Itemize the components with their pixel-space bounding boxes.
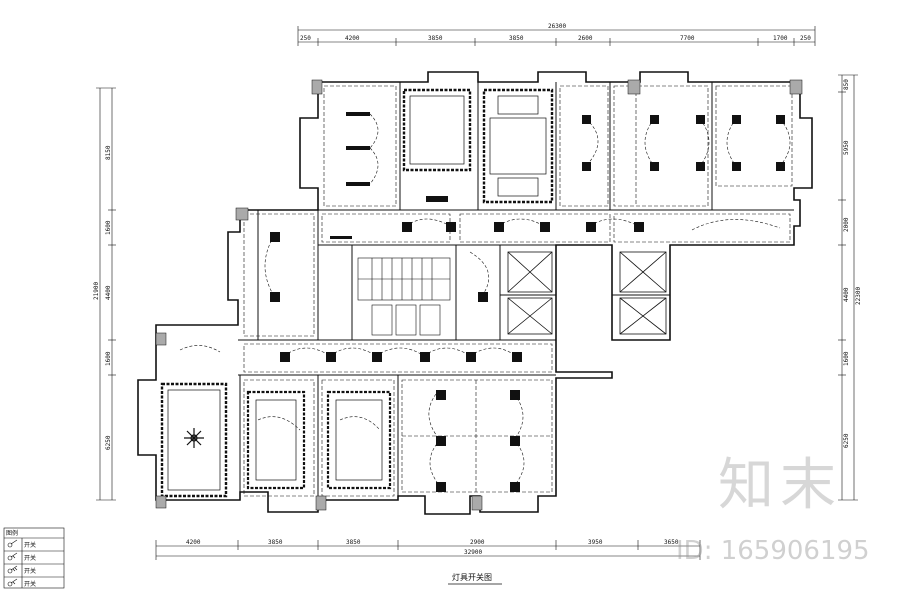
legend-switch-icons <box>7 539 18 587</box>
dim-left-4: 1600 <box>105 351 112 366</box>
dim-left-1: 8150 <box>105 145 112 160</box>
legend-row-1: 开关 <box>24 541 36 549</box>
dim-right-3: 2000 <box>843 217 850 232</box>
legend-row-4: 开关 <box>24 580 36 588</box>
coffered-ceilings <box>160 88 554 498</box>
legend-row-2: 开关 <box>24 554 36 562</box>
dim-right-1: 850 <box>843 79 850 90</box>
dim-bottom-3: 3850 <box>346 539 361 546</box>
dim-top-6: 7700 <box>680 35 695 42</box>
legend-table <box>3 527 65 589</box>
dim-top-5: 2600 <box>578 35 593 42</box>
dim-bottom-4: 2900 <box>470 539 485 546</box>
top-dimension-chain <box>297 26 816 46</box>
drawing-title: 灯具开关图 <box>452 572 492 582</box>
dim-right-6: 6250 <box>843 433 850 448</box>
dim-bottom-total: 32900 <box>464 549 482 556</box>
dim-left-total: 21900 <box>93 282 100 300</box>
dim-bottom-2: 3850 <box>268 539 283 546</box>
dim-top-3: 3850 <box>428 35 443 42</box>
dim-bottom-6: 3650 <box>664 539 679 546</box>
dim-bottom-1: 4200 <box>186 539 201 546</box>
legend-title: 图例 <box>6 529 18 537</box>
dim-top-total: 26300 <box>548 23 566 30</box>
bottom-dimension-chain <box>155 540 701 560</box>
exterior-walls <box>137 71 813 515</box>
dim-right-5: 1600 <box>843 351 850 366</box>
dim-right-4: 4400 <box>843 287 850 302</box>
dim-right-2: 5950 <box>843 140 850 155</box>
ceiling-dashed-lines <box>243 85 793 497</box>
dim-top-4: 3850 <box>509 35 524 42</box>
watermark-id: ID: 165906195 <box>676 536 870 566</box>
dim-left-5: 6250 <box>105 435 112 450</box>
dim-top-1: 250 <box>300 35 311 42</box>
dim-top-7: 1700 <box>773 35 788 42</box>
switch-wiring <box>179 113 791 487</box>
dim-bottom-5: 3950 <box>588 539 603 546</box>
dim-left-2: 1600 <box>105 220 112 235</box>
ceiling-fan-icon <box>184 428 204 448</box>
staircase <box>357 257 451 336</box>
dim-top-2: 4200 <box>345 35 360 42</box>
right-dimension-chain <box>838 74 858 501</box>
interior-walls <box>238 82 794 500</box>
left-dimension-chain <box>96 87 116 501</box>
lift-shafts <box>507 251 667 335</box>
dim-right-total: 22300 <box>855 287 862 305</box>
dim-top-8: 250 <box>800 35 811 42</box>
light-fixtures <box>270 112 785 492</box>
legend-row-3: 开关 <box>24 567 36 575</box>
structural-columns <box>155 79 803 511</box>
dim-left-3: 4400 <box>105 285 112 300</box>
watermark-brand: 知末 <box>718 453 842 518</box>
